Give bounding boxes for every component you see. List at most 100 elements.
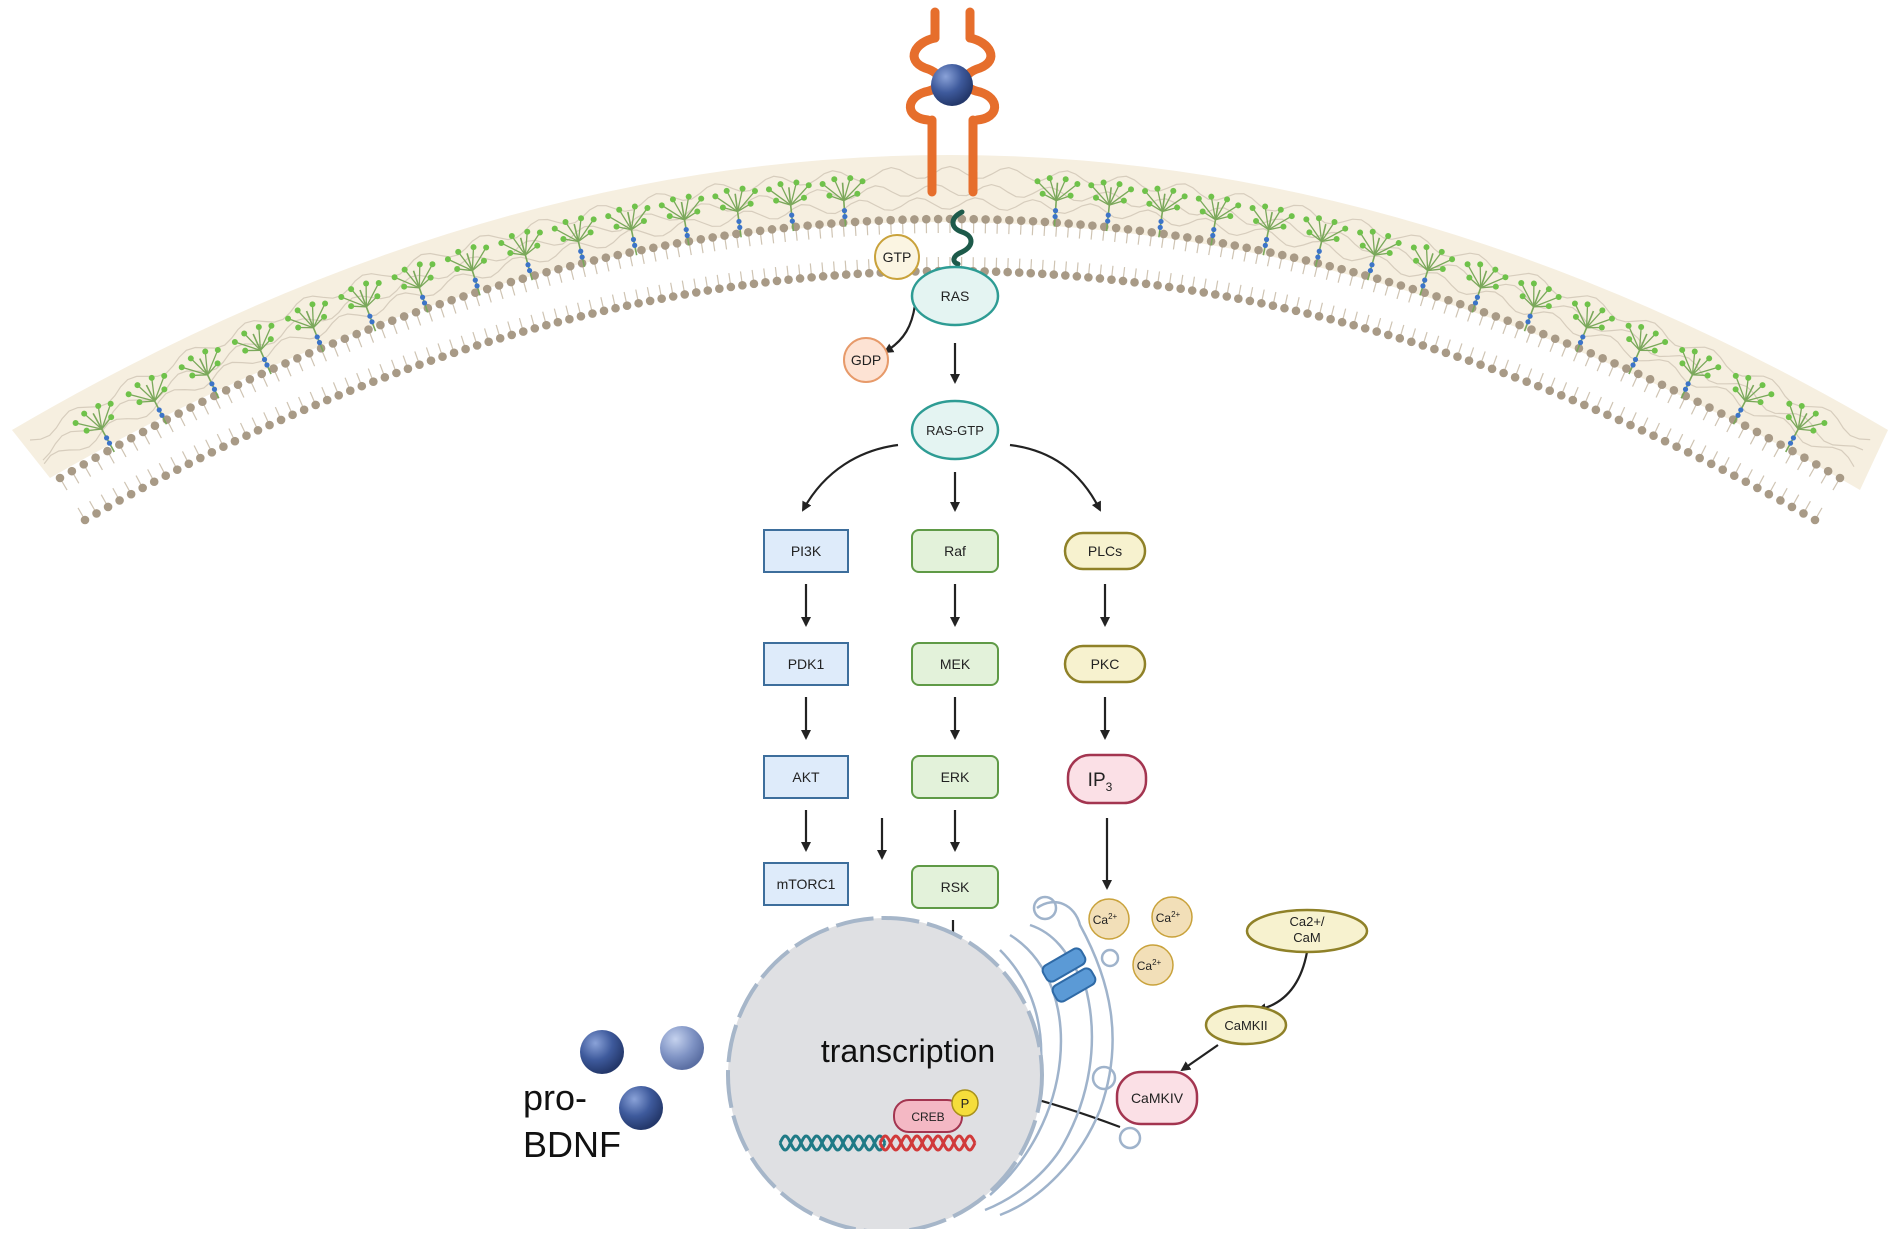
lipid-head: [1522, 377, 1531, 386]
calcium-ion-1: Ca2+: [1089, 899, 1129, 939]
lipid-head: [1419, 341, 1428, 350]
lipid-head: [531, 324, 540, 333]
lipid-head: [1029, 217, 1038, 226]
lipid-head: [1038, 270, 1047, 279]
lipid-head: [715, 284, 724, 293]
erk-label: ERK: [941, 769, 970, 785]
gtp-node: GTP: [875, 235, 919, 279]
lipid-head: [819, 272, 828, 281]
lipid-head: [1626, 421, 1635, 430]
lipid-head: [669, 292, 678, 301]
lipid-head: [254, 426, 263, 435]
lipid-head: [554, 318, 563, 327]
lipid-head: [1003, 268, 1012, 277]
mek-label: MEK: [940, 656, 971, 672]
lipid-head: [1165, 283, 1174, 292]
lipid-head: [507, 278, 516, 287]
lipid-head: [1159, 230, 1168, 239]
probdnf-label-line1: pro-: [523, 1077, 587, 1118]
lipid-head: [1742, 477, 1751, 486]
ras-gtp-node: RAS-GTP: [912, 401, 998, 459]
lipid-head: [127, 434, 136, 443]
lipid-head: [1361, 324, 1370, 333]
lipid-head: [1753, 484, 1762, 493]
probdnf-sphere-icon: [580, 1030, 624, 1074]
lipid-head: [1430, 345, 1439, 354]
lipid-head: [1776, 440, 1785, 449]
lipid-head: [1349, 321, 1358, 330]
lipid-head: [1385, 278, 1394, 287]
lipid-head: [381, 373, 390, 382]
lipid-head: [934, 215, 943, 224]
lipid-head: [435, 300, 444, 309]
lipid-head: [807, 273, 816, 282]
lipid-head: [1223, 292, 1232, 301]
lipid-head: [842, 270, 851, 279]
lipid-head: [1292, 307, 1301, 316]
lipid-head: [634, 299, 643, 308]
lipid-head: [1112, 224, 1121, 233]
lipid-head: [1142, 279, 1151, 288]
mtorc1-node: mTORC1: [764, 863, 848, 905]
ras-label: RAS: [941, 288, 970, 304]
ca-label: Ca: [1137, 959, 1153, 973]
pi3k-label: PI3K: [791, 543, 822, 559]
lipid-head: [1195, 235, 1204, 244]
lipid-head: [139, 428, 148, 437]
lipid-head: [1587, 349, 1596, 358]
lipid-head: [352, 330, 361, 339]
lipid-head: [1326, 315, 1335, 324]
lipid-head: [364, 325, 373, 334]
lipid-head: [376, 321, 385, 330]
lipid-head: [692, 288, 701, 297]
lipid-head: [277, 416, 286, 425]
phosphate-icon: P: [952, 1090, 978, 1116]
lipid-head: [1672, 442, 1681, 451]
rsk-node: RSK: [912, 866, 998, 908]
phosphate-label: P: [961, 1096, 970, 1111]
gdp-label: GDP: [851, 352, 881, 368]
pkc-label: PKC: [1091, 656, 1120, 672]
transcription-label: transcription: [821, 1033, 995, 1069]
lipid-head: [1211, 290, 1220, 299]
lipid-head: [231, 437, 240, 446]
lipid-head: [768, 225, 777, 234]
lipid-head: [542, 321, 551, 330]
lipid-head: [1384, 331, 1393, 340]
lipid-head: [450, 349, 459, 358]
lipid-head: [495, 281, 504, 290]
lipid-head: [91, 453, 100, 462]
lipid-head: [1444, 296, 1453, 305]
lipid-head: [1718, 465, 1727, 474]
lipid-head: [1373, 274, 1382, 283]
lipid-head: [461, 345, 470, 354]
pkc-node: PKC: [1065, 646, 1145, 682]
lipid-head: [673, 239, 682, 248]
lipid-head: [412, 308, 421, 317]
lipid-head: [1638, 426, 1647, 435]
lipid-head: [234, 380, 243, 389]
lipid-head: [1246, 297, 1255, 306]
camkii-label: CaMKII: [1224, 1018, 1267, 1033]
lipid-head: [1130, 278, 1139, 287]
lipid-head: [1315, 312, 1324, 321]
ca-label: Ca: [1156, 911, 1172, 925]
lipid-head: [265, 421, 274, 430]
lipid-head: [1661, 437, 1670, 446]
lipid-head: [1278, 251, 1287, 260]
lipid-head: [161, 471, 170, 480]
lipid-head: [750, 279, 759, 288]
probdnf-sphere-icon: [619, 1086, 663, 1130]
lipid-head: [613, 251, 622, 260]
lipid-head: [1511, 373, 1520, 382]
trk-receptor-icon: [910, 12, 994, 264]
lipid-head: [519, 327, 528, 336]
lipid-head: [1670, 386, 1679, 395]
lipid-head: [732, 230, 741, 239]
lipid-head: [186, 403, 195, 412]
plcs-label: PLCs: [1088, 543, 1122, 559]
lipid-head: [637, 246, 646, 255]
lipid-head: [369, 377, 378, 386]
lipid-head: [602, 253, 611, 262]
lipid-head: [1788, 503, 1797, 512]
